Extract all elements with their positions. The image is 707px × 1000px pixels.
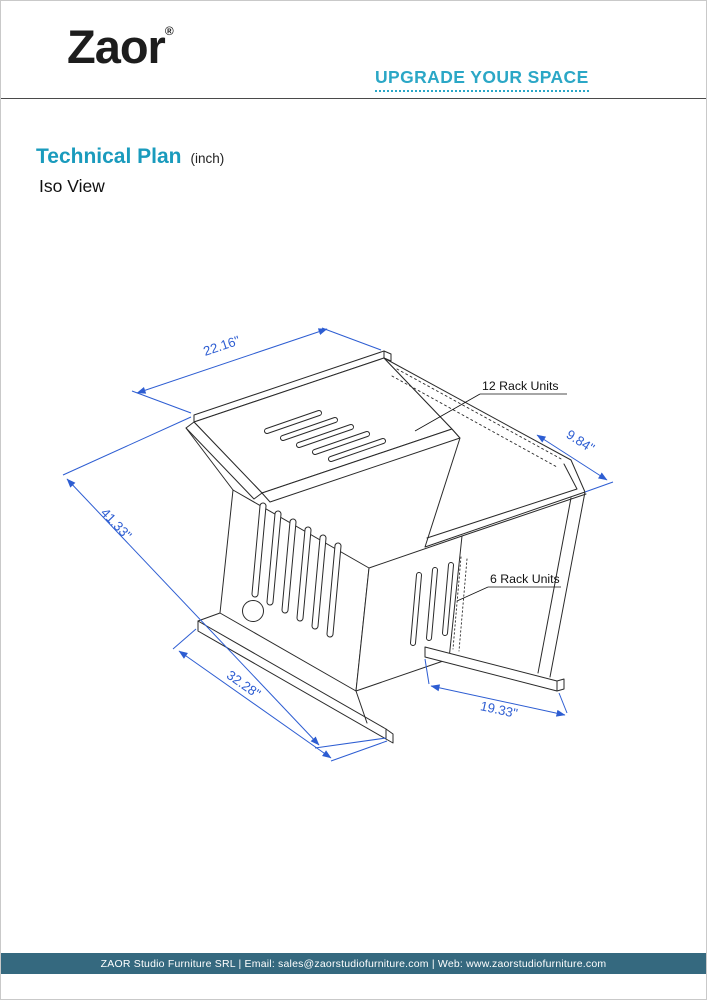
cable-port-hole — [242, 600, 264, 622]
callouts — [414, 393, 567, 602]
title-block: Technical Plan (inch) Iso View — [36, 145, 224, 197]
right-foot — [424, 646, 558, 692]
left-foot-cap — [385, 728, 394, 744]
dimension-label-top: 22.16" — [201, 333, 242, 359]
dimension-label-bottom-right: 19.33" — [479, 698, 519, 721]
dimension-bottom-left — [172, 628, 388, 762]
right-foot-cap — [556, 678, 565, 692]
dimension-top — [131, 327, 382, 414]
slant-vent-slots — [264, 410, 386, 462]
zaor-logo: Zaor® — [67, 19, 174, 74]
dimension-label-left: 41.33" — [98, 505, 135, 543]
footer-bar: ZAOR Studio Furniture SRL | Email: sales… — [1, 953, 706, 974]
footer-text: ZAOR Studio Furniture SRL | Email: sales… — [100, 957, 607, 970]
dimension-bottom-right — [424, 658, 568, 717]
page-title: Technical Plan — [36, 145, 182, 168]
rack-rail-dotted-top — [396, 368, 564, 461]
bay-rail-dotted-2 — [458, 558, 468, 652]
rack-units-bottom-label: 6 Rack Units — [490, 572, 560, 586]
view-label: Iso View — [39, 176, 105, 196]
cabinet-top-edge — [461, 493, 587, 537]
logo-text: Zaor — [67, 20, 166, 73]
tagline: UPGRADE YOUR SPACE — [375, 67, 589, 92]
dimension-right — [536, 434, 614, 493]
bay-rail-dotted-1 — [452, 556, 462, 650]
dimensions — [62, 327, 614, 762]
rack-units-top-label: 12 Rack Units — [482, 379, 559, 393]
bay-vent-slots — [410, 562, 454, 646]
right-leg-outer — [549, 491, 586, 678]
panel-to-foot-edge — [197, 612, 221, 622]
rack-rail-dotted-bottom — [391, 375, 558, 468]
registered-mark: ® — [164, 24, 174, 38]
right-leg-inner — [537, 497, 572, 674]
unit-note: (inch) — [190, 151, 225, 166]
header: Zaor® UPGRADE YOUR SPACE — [1, 1, 706, 99]
panel-front-strut — [355, 690, 368, 724]
dimension-label-right: 9.84" — [564, 427, 598, 456]
